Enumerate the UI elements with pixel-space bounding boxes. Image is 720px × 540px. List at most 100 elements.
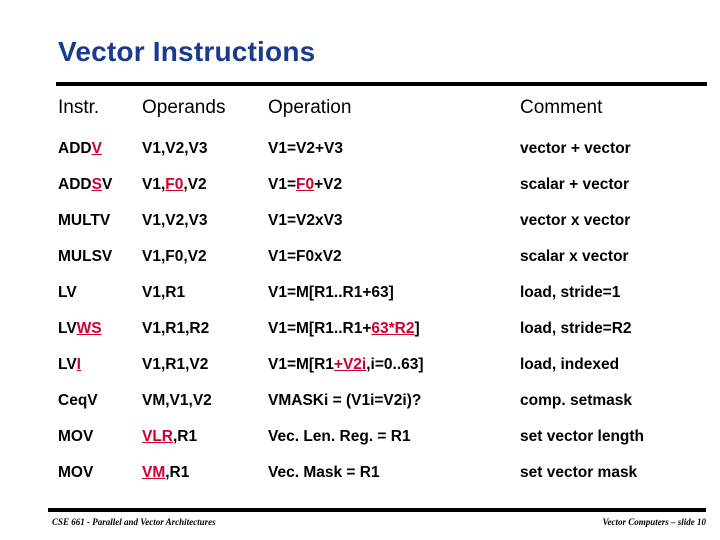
- plain-token: MULSV: [58, 248, 113, 265]
- plain-token: vector + vector: [520, 140, 631, 157]
- cell-comment: load, stride=1: [520, 283, 620, 303]
- highlighted-token: WS: [76, 320, 102, 337]
- cell-instr: ADDV: [58, 139, 102, 159]
- plain-token: VM,V1,V2: [142, 392, 212, 409]
- cell-instr: LVI: [58, 355, 81, 375]
- cell-operation: V1=F0xV2: [268, 247, 342, 267]
- footer-course-label: CSE 661 - Parallel and Vector Architectu…: [52, 517, 216, 527]
- plain-token: set vector length: [520, 428, 645, 445]
- plain-token: MULTV: [58, 212, 111, 229]
- cell-operation: V1=F0+V2: [268, 175, 342, 195]
- cell-operation: Vec. Mask = R1: [268, 463, 380, 483]
- plain-token: V1=M[R1..R1+63]: [268, 284, 394, 301]
- cell-instr: ADDSV: [58, 175, 112, 195]
- plain-token: V1=M[R1..R1+: [268, 320, 372, 337]
- column-header-instr: Instr.: [58, 97, 100, 118]
- cell-operands: V1,V2,V3: [142, 211, 208, 231]
- plain-token: +V2: [314, 176, 343, 193]
- plain-token: LV: [58, 320, 77, 337]
- title-divider-rule: [56, 82, 707, 86]
- cell-operands: V1,F0,V2: [142, 175, 207, 195]
- plain-token: V1,R1,V2: [142, 356, 209, 373]
- plain-token: V1=F0xV2: [268, 248, 342, 265]
- plain-token: CeqV: [58, 392, 98, 409]
- plain-token: Vec. Mask = R1: [268, 464, 380, 481]
- highlighted-token: VM: [142, 464, 166, 481]
- highlighted-token: 63*R2: [371, 320, 415, 337]
- table-row: MOV VM,R1 Vec. Mask = R1 set vector mask: [0, 463, 720, 499]
- highlighted-token: I: [76, 356, 81, 373]
- plain-token: V1=V2+V3: [268, 140, 343, 157]
- plain-token: vector x vector: [520, 212, 631, 229]
- plain-token: scalar + vector: [520, 176, 630, 193]
- cell-operation: V1=V2xV3: [268, 211, 343, 231]
- footer-divider-rule: [48, 508, 706, 512]
- plain-token: ,R1: [173, 428, 198, 445]
- cell-operands: V1,F0,V2: [142, 247, 207, 267]
- cell-comment: set vector length: [520, 427, 644, 447]
- cell-comment: vector + vector: [520, 139, 631, 159]
- table-row: ADDV V1,V2,V3 V1=V2+V3 vector + vector: [0, 139, 720, 175]
- cell-comment: vector x vector: [520, 211, 630, 231]
- cell-operands: V1,R1: [142, 283, 185, 303]
- plain-token: V1,F0,V2: [142, 248, 207, 265]
- page-title: Vector Instructions: [58, 36, 316, 67]
- cell-operands: VM,V1,V2: [142, 391, 212, 411]
- cell-operands: V1,V2,V3: [142, 139, 208, 159]
- plain-token: ,R1: [165, 464, 190, 481]
- plain-token: ADD: [58, 176, 92, 193]
- cell-instr: MOV: [58, 463, 93, 483]
- highlighted-token: F0: [296, 176, 315, 193]
- cell-comment: load, stride=R2: [520, 319, 632, 339]
- plain-token: LV: [58, 284, 77, 301]
- cell-comment: set vector mask: [520, 463, 637, 483]
- plain-token: V1,V2,V3: [142, 140, 208, 157]
- plain-token: ADD: [58, 140, 92, 157]
- plain-token: V1,R1: [142, 284, 186, 301]
- plain-token: LV: [58, 356, 77, 373]
- plain-token: ,V2: [183, 176, 207, 193]
- plain-token: comp. setmask: [520, 392, 632, 409]
- cell-instr: MULSV: [58, 247, 112, 267]
- plain-token: MOV: [58, 428, 94, 445]
- plain-token: ,i=0..63]: [366, 356, 424, 373]
- plain-token: Vec. Len. Reg. = R1: [268, 428, 411, 445]
- highlighted-token: S: [91, 176, 102, 193]
- column-header-comment: Comment: [520, 97, 603, 118]
- plain-token: load, indexed: [520, 356, 620, 373]
- cell-operands: VM,R1: [142, 463, 189, 483]
- cell-instr: MOV: [58, 427, 93, 447]
- cell-comment: comp. setmask: [520, 391, 632, 411]
- table-row: MULTV V1,V2,V3 V1=V2xV3 vector x vector: [0, 211, 720, 247]
- column-header-operands: Operands: [142, 97, 226, 118]
- plain-token: V1,: [142, 176, 166, 193]
- plain-token: scalar x vector: [520, 248, 629, 265]
- cell-operation: V1=M[R1..R1+63]: [268, 283, 394, 303]
- plain-token: load, stride=1: [520, 284, 621, 301]
- plain-token: V1=: [268, 176, 297, 193]
- plain-token: V1,V2,V3: [142, 212, 208, 229]
- cell-operands: V1,R1,V2: [142, 355, 208, 375]
- plain-token: V1=V2xV3: [268, 212, 343, 229]
- table-row: MULSV V1,F0,V2 V1=F0xV2 scalar x vector: [0, 247, 720, 283]
- cell-comment: scalar + vector: [520, 175, 629, 195]
- cell-instr: LV: [58, 283, 77, 303]
- cell-comment: scalar x vector: [520, 247, 629, 267]
- cell-instr: MULTV: [58, 211, 110, 231]
- footer-slide-label: Vector Computers – slide 10: [602, 517, 706, 527]
- cell-operands: V1,R1,R2: [142, 319, 209, 339]
- cell-instr: LVWS: [58, 319, 102, 339]
- cell-operation: V1=V2+V3: [268, 139, 343, 159]
- cell-operation: VMASKi = (V1i=V2i)?: [268, 391, 421, 411]
- table-row: LV V1,R1 V1=M[R1..R1+63] load, stride=1: [0, 283, 720, 319]
- cell-instr: CeqV: [58, 391, 98, 411]
- plain-token: V1,R1,R2: [142, 320, 210, 337]
- plain-token: MOV: [58, 464, 94, 481]
- cell-operation: Vec. Len. Reg. = R1: [268, 427, 411, 447]
